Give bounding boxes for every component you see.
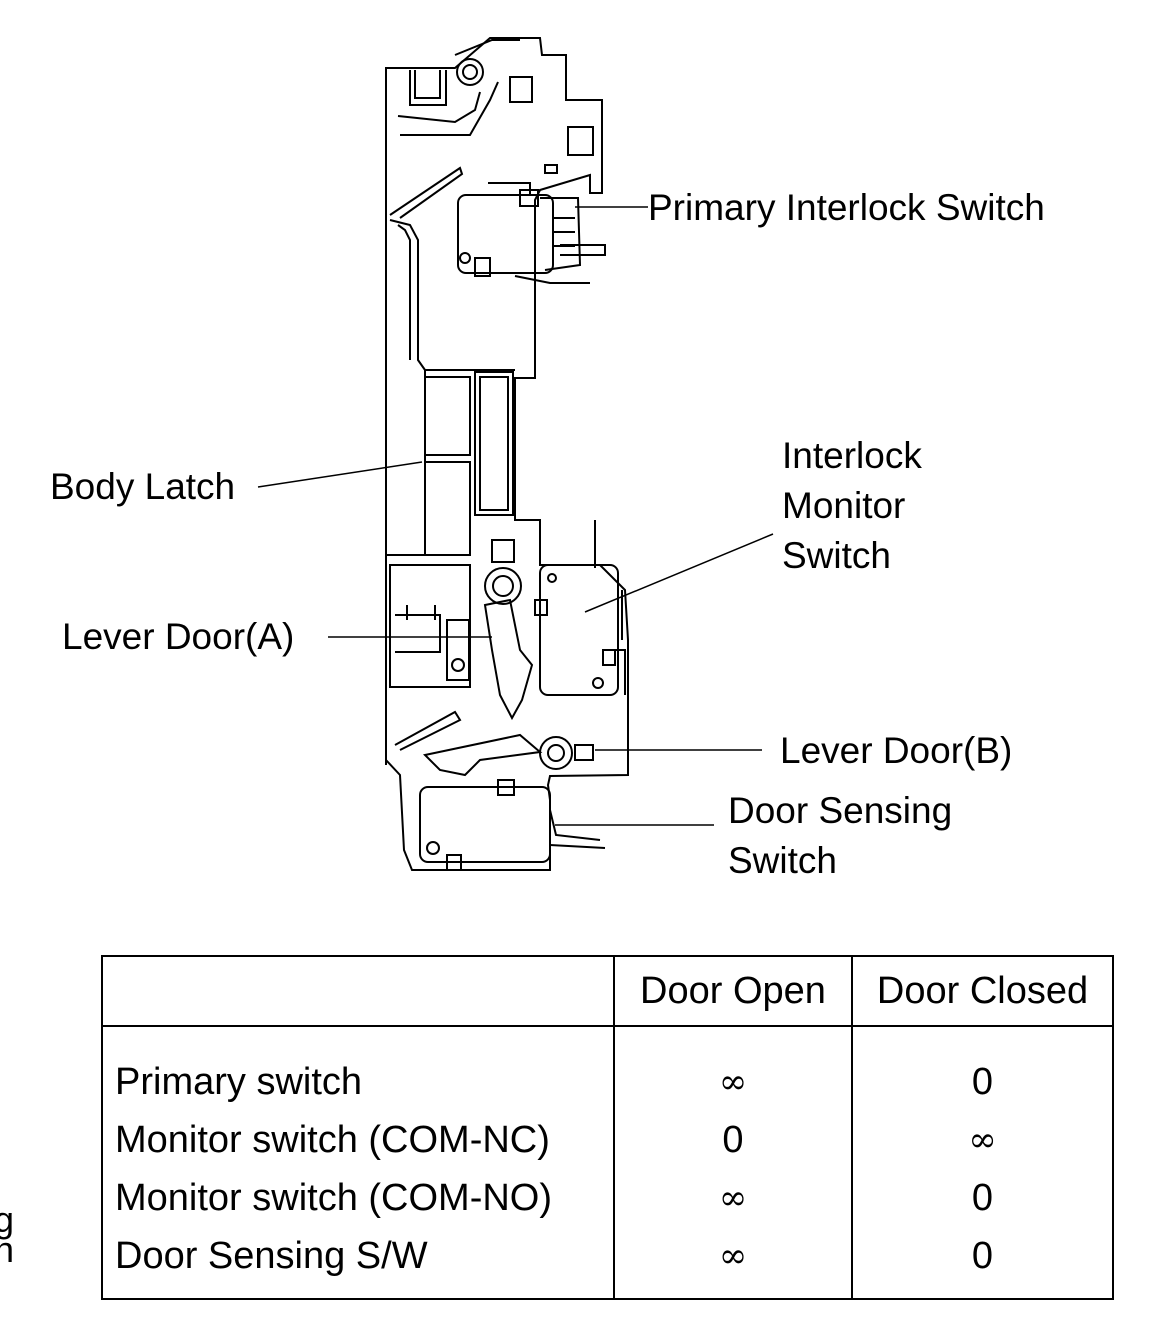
edge-fragment-2: n <box>0 1229 15 1270</box>
table-row-name: Monitor switch (COM-NO) <box>115 1177 553 1219</box>
door-sensing-switch-body <box>419 786 551 863</box>
interlock-assembly-diagram <box>257 37 774 871</box>
table-body-row: Primary switch Monitor switch (COM-NC) M… <box>101 1026 1114 1299</box>
table-header-row: Door Open Door Closed <box>101 955 1114 1027</box>
table-cell-door-closed: 0 <box>971 1235 994 1277</box>
frame-outline <box>385 37 629 871</box>
table-header-door-open: Door Open <box>613 955 853 1027</box>
label-interlock-monitor-line2: Monitor <box>782 485 906 526</box>
door-open-column: ∞ 0 ∞ ∞ <box>613 1026 853 1299</box>
label-door-sensing-line2: Switch <box>728 840 837 881</box>
leader-body-latch <box>257 461 423 488</box>
edge-fragment-1: g <box>0 1199 15 1240</box>
primary-interlock-switch-body <box>457 194 554 274</box>
switch-name-column: Primary switch Monitor switch (COM-NC) M… <box>101 1026 615 1299</box>
switch-continuity-table: Door Open Door Closed Primary switch Mon… <box>101 955 1114 1300</box>
lever-door-a-pivot <box>484 567 522 605</box>
label-interlock-monitor-line3: Switch <box>782 535 891 576</box>
table-cell-door-open: 0 <box>722 1119 744 1161</box>
table-cell-door-open: ∞ <box>718 1178 748 1218</box>
label-interlock-monitor-line1: Interlock <box>782 435 922 476</box>
table-row-name: Monitor switch (COM-NC) <box>115 1119 550 1161</box>
table-row-name: Door Sensing S/W <box>115 1235 428 1277</box>
table-cell-door-closed: ∞ <box>968 1120 997 1160</box>
table-header-blank <box>101 955 615 1027</box>
label-lever-door-b: Lever Door(B) <box>780 730 1013 771</box>
table-cell-door-closed: 0 <box>971 1177 994 1219</box>
label-body-latch: Body Latch <box>50 466 236 507</box>
table-header-door-closed: Door Closed <box>851 955 1114 1027</box>
table-row-name: Primary switch <box>115 1061 363 1103</box>
door-closed-column: 0 ∞ 0 0 <box>851 1026 1114 1299</box>
lever-door-b-pivot <box>539 736 573 770</box>
label-door-sensing-line1: Door Sensing <box>728 790 953 831</box>
table-cell-door-closed: 0 <box>971 1061 994 1103</box>
table-cell-door-open: ∞ <box>718 1236 748 1276</box>
label-lever-door-a: Lever Door(A) <box>62 616 295 657</box>
label-primary-interlock-switch: Primary Interlock Switch <box>648 187 1045 228</box>
interlock-monitor-switch-body <box>539 564 619 696</box>
table-cell-door-open: ∞ <box>718 1062 748 1102</box>
leader-interlock-monitor <box>584 533 774 613</box>
